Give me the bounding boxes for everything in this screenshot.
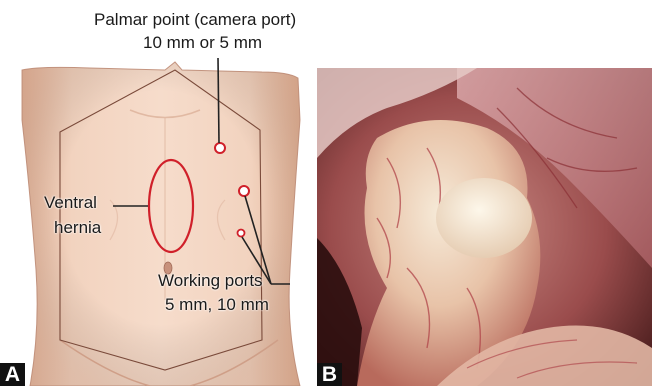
working-port-marker-2 — [238, 230, 245, 237]
ventral-hernia-label-line2: hernia — [54, 218, 101, 238]
laparoscopic-view-image — [317, 68, 652, 386]
working-ports-label: Working ports — [158, 271, 263, 291]
panel-b-letter: B — [317, 363, 342, 386]
palmar-point-port-marker — [215, 143, 225, 153]
hernia-content-dome — [436, 178, 532, 258]
panel-a-letter: A — [0, 363, 25, 386]
ventral-hernia-label-line1: Ventral — [44, 193, 97, 213]
palmar-point-size-label: 10 mm or 5 mm — [143, 33, 262, 53]
working-ports-size-label: 5 mm, 10 mm — [165, 295, 269, 315]
working-port-marker-1 — [239, 186, 249, 196]
panel-b-laparoscopic-photo — [317, 68, 652, 386]
palmar-point-leader — [218, 58, 219, 143]
palmar-point-label: Palmar point (camera port) — [94, 10, 296, 30]
